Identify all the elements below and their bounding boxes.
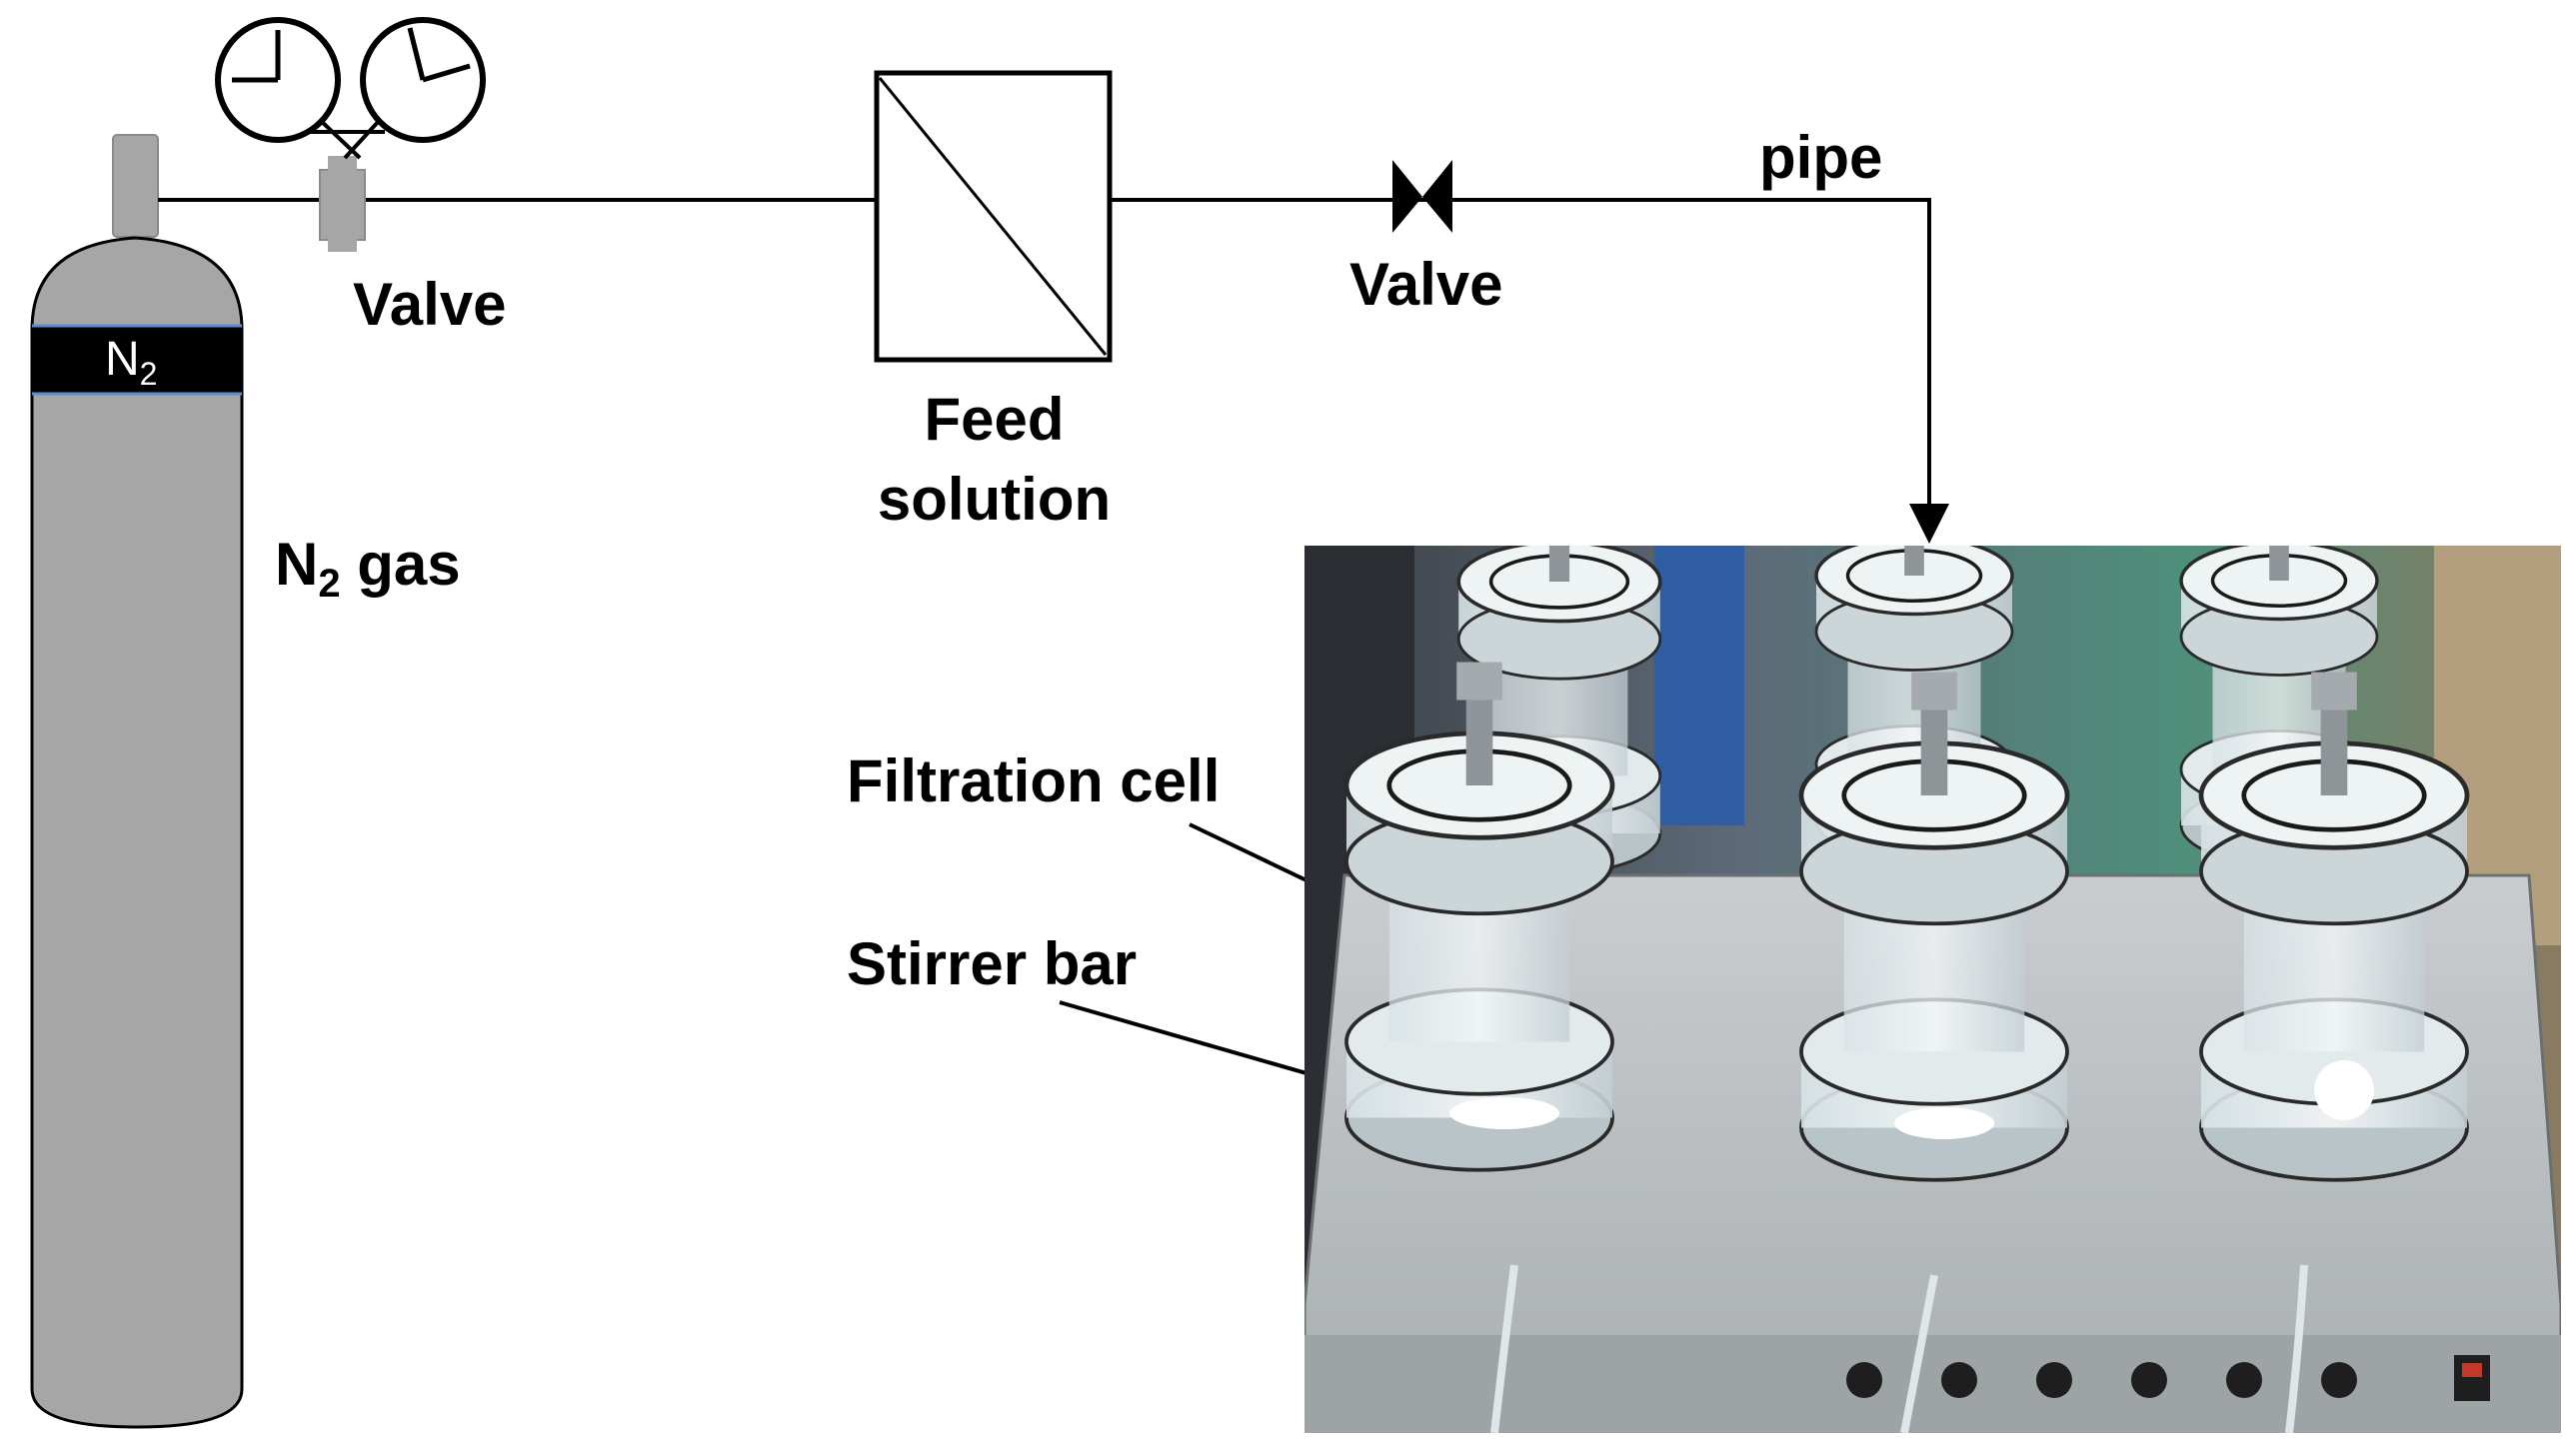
feed-solution-tank: [874, 70, 1113, 363]
feed-solution-line2: solution: [877, 466, 1112, 533]
pressure-gauge-left-icon: [215, 17, 341, 143]
filtration-rig-photo: [1304, 546, 2561, 1433]
feed-outlet-pipe: [1110, 198, 1949, 544]
valve-left-label: Valve: [353, 271, 507, 338]
regulator-body: [319, 169, 366, 241]
valve-icon: [1392, 160, 1452, 233]
cylinder-body: [30, 236, 244, 1429]
cylinder-band: [32, 326, 242, 394]
pressure-regulator: [215, 17, 486, 252]
feed-solution-label: Feed solution: [862, 380, 1127, 540]
filtration-cell-label: Filtration cell: [847, 747, 1221, 814]
cylinder-valve-cap: [112, 134, 159, 238]
cylinder-band-label: N2: [105, 333, 158, 392]
stirrer-bar-label: Stirrer bar: [847, 930, 1138, 997]
n2-cylinder: [30, 134, 244, 1429]
pipe-label: pipe: [1759, 124, 1883, 191]
feed-solution-line1: Feed: [924, 386, 1065, 453]
n2-gas-label: N2 gas: [275, 531, 461, 606]
pressure-gauge-right-icon: [360, 17, 486, 143]
valve-right-label: Valve: [1349, 251, 1503, 318]
